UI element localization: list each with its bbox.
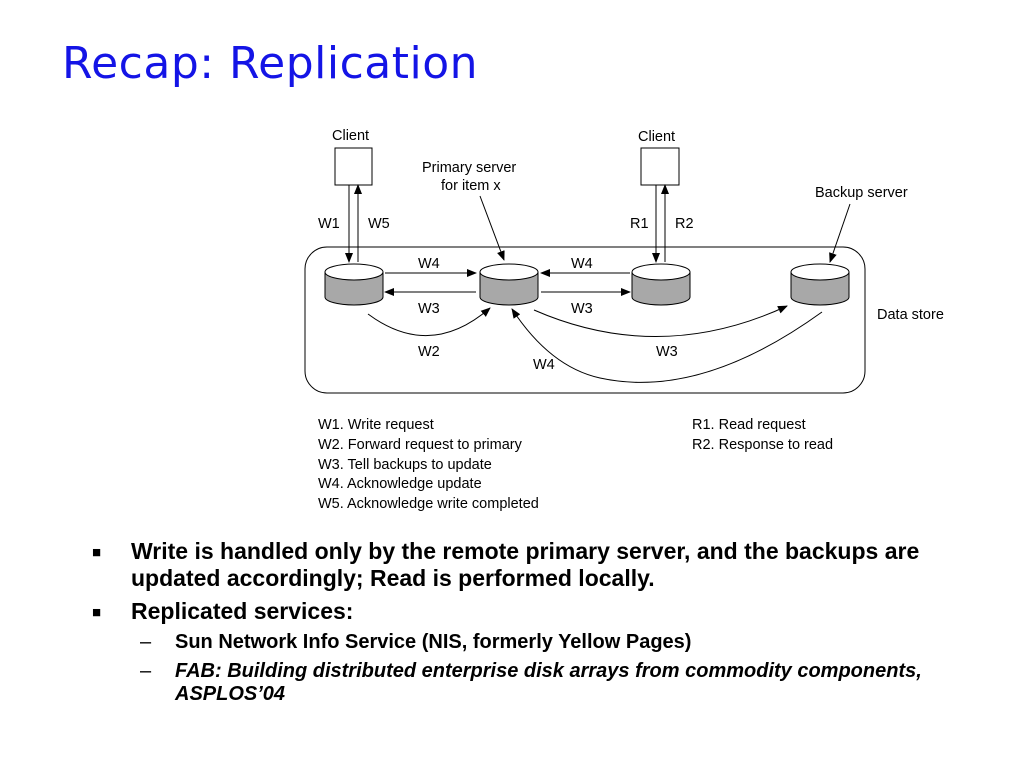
w4-curve-label: W4 [533, 357, 555, 373]
w2-curve-arrow [367, 307, 491, 337]
legend-item: W1. Write request [318, 417, 434, 433]
legend-item: W2. Forward request to primary [318, 437, 523, 453]
w3-curve-arrow [533, 305, 788, 338]
primary-pointer-arrow [479, 195, 505, 261]
sub-bullet-text: Sun Network Info Service (NIS, formerly … [175, 631, 692, 653]
square-bullet-icon: ■ [92, 604, 102, 621]
sub-bullet-text: FAB: Building distributed enterprise dis… [175, 660, 922, 705]
legend-item: W4. Acknowledge update [318, 476, 482, 492]
legend-item: W5. Acknowledge write completed [318, 496, 539, 512]
primary-server-label: Primary server [422, 160, 516, 176]
client-label-left: Client [332, 128, 369, 144]
w2-label: W2 [418, 344, 440, 360]
w3-curve-label: W3 [656, 344, 678, 360]
sub-bullet-item: – FAB: Building distributed enterprise d… [90, 660, 1000, 706]
w4-curve-arrow [511, 308, 823, 383]
r2-label: R2 [675, 216, 694, 232]
w3-label-left: W3 [418, 301, 440, 317]
square-bullet-icon: ■ [92, 544, 102, 561]
replica-disk-right [631, 263, 691, 306]
backup-disk [790, 263, 850, 306]
legend-item: R1. Read request [692, 417, 806, 433]
client-box-right [640, 147, 680, 186]
w5-label: W5 [368, 216, 390, 232]
w3-label-right: W3 [571, 301, 593, 317]
bullet-list: ■ Write is handled only by the remote pr… [90, 538, 1000, 712]
legend-right: R1. Read request R2. Response to read [692, 417, 833, 453]
backup-server-label: Backup server [815, 185, 908, 201]
data-store-box [304, 246, 866, 394]
sub-bullet-item: – Sun Network Info Service (NIS, formerl… [90, 631, 1000, 654]
dash-icon: – [140, 660, 152, 682]
backup-pointer-arrow [829, 203, 851, 263]
legend-item: W3. Tell backups to update [318, 457, 492, 473]
w4-label-top-left: W4 [418, 256, 440, 272]
bullet-item: ■ Replicated services: [90, 598, 1000, 625]
data-store-label: Data store [877, 307, 944, 323]
legend-left: W1. Write request W2. Forward request to… [318, 417, 539, 512]
primary-disk [479, 263, 539, 306]
replica-disk-left [324, 263, 384, 306]
client-box-left [334, 147, 373, 186]
slide-title: Recap: Replication [62, 38, 479, 89]
bullet-item: ■ Write is handled only by the remote pr… [90, 538, 1000, 592]
legend-item: R2. Response to read [692, 437, 833, 453]
primary-server-sublabel: for item x [441, 178, 501, 194]
client-label-right: Client [638, 129, 675, 145]
w4-label-top-right: W4 [571, 256, 593, 272]
bullet-text: Write is handled only by the remote prim… [131, 538, 920, 591]
bullet-text: Replicated services: [131, 598, 354, 624]
w1-label: W1 [318, 216, 340, 232]
r1-label: R1 [630, 216, 649, 232]
dash-icon: – [140, 631, 152, 653]
